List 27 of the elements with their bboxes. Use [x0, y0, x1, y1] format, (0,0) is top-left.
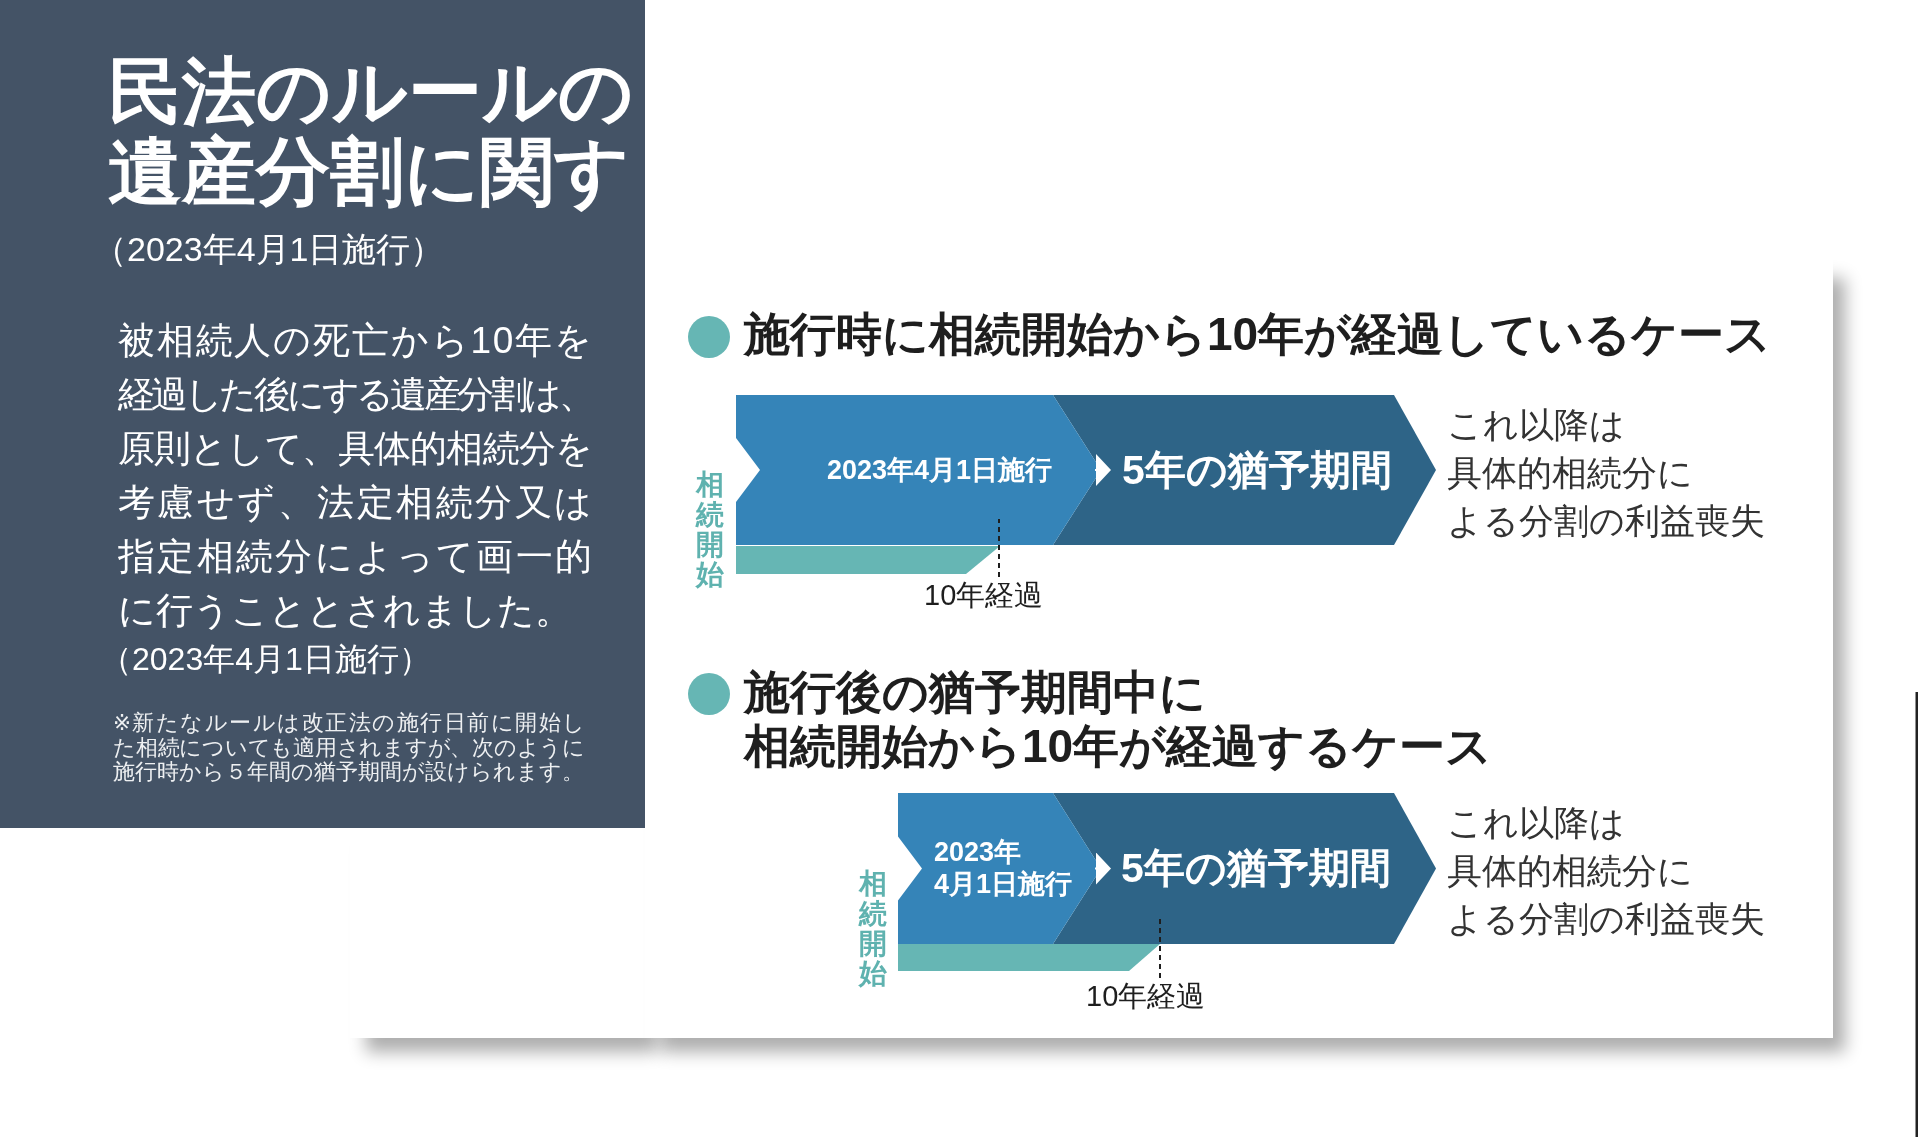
card [645, 260, 1833, 1038]
timeline-band [736, 395, 1101, 545]
section-heading: 施行時に相続開始から10年が経過しているケース [744, 307, 1772, 361]
period-bar [736, 546, 1000, 574]
start-label: 相続開始 [696, 470, 724, 590]
section-heading: 施行後の猶予期間中に相続開始から10年が経過するケース [744, 665, 1493, 773]
start-label: 相続開始 [859, 869, 887, 989]
timeline-band [898, 793, 1101, 944]
body-text: 被相続人の死亡から10年を経過した後にする遺産分割は、原則として、具体的相続分を考慮せず、法定相続分又は指定相続分によって画一的に行うこととされました。 [118, 319, 592, 633]
date-label: 2023年4月1日施行 [934, 836, 1073, 900]
arrow [1094, 454, 1111, 486]
period-label: 5年の猶予期間 [1122, 446, 1392, 494]
milestone-label: 10年経過 [1086, 978, 1206, 1014]
period-label: 5年の猶予期間 [1121, 844, 1391, 892]
period-bar [898, 944, 1160, 971]
title: 民法のルールの遺産分割に関す [108, 52, 634, 212]
leader-line [998, 518, 1000, 578]
footnote: ※新たなルールは改正法の施行日前に開始した相続についても適用されますが、次のように施行時から５年間の猶予期間が設けられます。 [113, 711, 585, 785]
outcome-text: これ以降は具体的相続分による分割の利益喪失 [1447, 802, 1765, 940]
outcome-text: これ以降は具体的相続分による分割の利益喪失 [1447, 404, 1765, 542]
leader-line [1159, 917, 1161, 979]
subtitle: （2023年4月1日施行） [93, 229, 445, 270]
panel [0, 0, 645, 828]
milestone-label: 10年経過 [924, 577, 1044, 613]
date-label: 2023年4月1日施行 [827, 454, 1053, 486]
date-text: （2023年4月1日施行） [100, 640, 431, 679]
arrow [1094, 852, 1111, 885]
